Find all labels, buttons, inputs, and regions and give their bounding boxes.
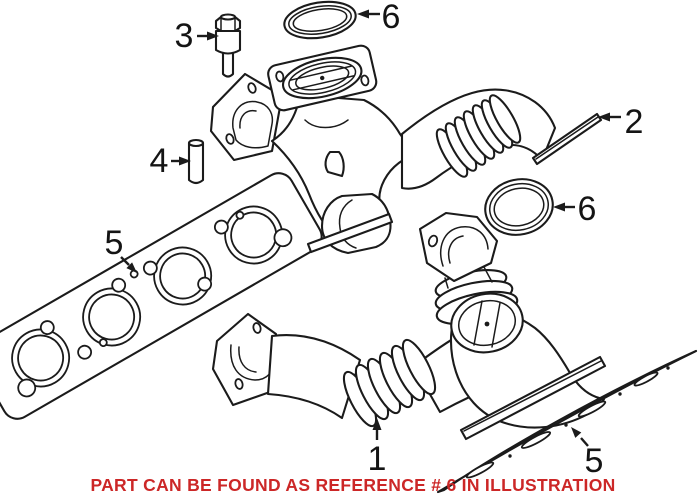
- gasket-small-hole: [111, 277, 127, 293]
- gasket-bolt-hole: [273, 228, 293, 248]
- edge-gasket-dot: [666, 366, 670, 370]
- upper-outlet-bell-inner: [338, 199, 357, 249]
- bellows-rib: [488, 94, 522, 144]
- callout-label-4: 4: [150, 142, 169, 180]
- dowel-pin-drawing: [187, 138, 205, 185]
- bolt-head-top: [219, 13, 237, 21]
- callout-arrow-5-right: [580, 437, 589, 447]
- bolt-hex-facets: [220, 16, 236, 32]
- ring-outer: [484, 178, 554, 236]
- edge-gasket-slot: [633, 371, 659, 387]
- callout-label-6-top: 6: [382, 0, 401, 36]
- gasket-small-hole: [142, 260, 158, 276]
- lower-top-flange-port: [440, 226, 489, 267]
- gasket-port-inner: [17, 334, 65, 382]
- lower-neck-lines: [444, 266, 493, 289]
- upper-body-bracket: [324, 150, 345, 178]
- gasket-ring-middle-drawing: [484, 178, 554, 236]
- gasket-small-hole: [213, 219, 229, 235]
- callout-label-3: 3: [175, 17, 194, 55]
- ring-inner: [493, 187, 545, 227]
- callout-arrowhead-6-middle: [553, 202, 565, 212]
- lower-exhaust-manifold-drawing: [211, 211, 607, 441]
- callout-label-5-left: 5: [105, 224, 124, 262]
- gasket-port-inner: [159, 252, 207, 300]
- upper-pipe-bellows: [435, 94, 522, 178]
- bolt-shank: [221, 50, 235, 78]
- pin-top: [187, 138, 205, 148]
- callout-arrow-5-left: [120, 256, 130, 266]
- flange-bolt-slot: [360, 74, 370, 87]
- edge-on-gasket-drawing: [436, 349, 698, 494]
- flange-bolt-slot: [252, 322, 262, 334]
- callout-arrowhead-1: [372, 418, 382, 430]
- flange-bolt-slot: [247, 82, 257, 94]
- gasket-port-inner: [88, 293, 136, 341]
- gasket-small-hole: [197, 276, 213, 292]
- inlet-opening-dot: [484, 321, 490, 327]
- lower-outlet-flange-line: [463, 360, 602, 432]
- upper-left-flange-port-inner: [239, 109, 257, 129]
- upper-pipe-end-flange-line: [535, 116, 599, 160]
- edge-gasket-slot: [465, 461, 495, 479]
- inlet-opening-bars: [473, 300, 501, 348]
- callout-arrowhead-5-right: [571, 427, 582, 438]
- callout-arrowhead-5-left: [126, 262, 137, 273]
- upper-top-port-dot: [320, 75, 325, 81]
- callout-label-2: 2: [625, 103, 644, 141]
- gasket-pin-hole: [98, 338, 108, 347]
- gasket-ring-top-drawing: [283, 0, 357, 40]
- lower-pipe-bellows: [342, 338, 437, 428]
- bellows-rib: [401, 338, 437, 396]
- upper-top-flange-group: [267, 44, 378, 112]
- edge-gasket-dot: [508, 454, 512, 458]
- ring-inner: [292, 8, 348, 32]
- flange-bolt-slot: [225, 133, 235, 145]
- upper-top-port-bar: [290, 65, 355, 91]
- lower-top-flange-port-inner: [447, 235, 464, 264]
- callout-arrowhead-6-top: [357, 9, 369, 19]
- lower-left-flange-port-inner: [238, 346, 257, 373]
- lower-left-flange: [211, 312, 278, 407]
- upper-outlet-flange-edge: [306, 212, 394, 254]
- bolt-collar: [214, 29, 242, 55]
- callout-label-1: 1: [368, 440, 387, 478]
- gasket-bolt-hole: [17, 378, 37, 398]
- gasket-small-hole: [39, 320, 55, 335]
- edge-gasket-slot: [520, 431, 552, 449]
- gasket-small-hole: [77, 344, 93, 360]
- upper-left-flange-port: [232, 100, 274, 149]
- reference-caption: PART CAN BE FOUND AS REFERENCE # 6 IN IL…: [90, 475, 615, 495]
- ring-mid: [288, 5, 352, 35]
- flange-bolt-slot: [275, 70, 285, 83]
- upper-top-port-mid: [288, 61, 357, 95]
- callout-arrowhead-3: [207, 31, 219, 41]
- flange-bolt-slot: [427, 234, 439, 248]
- pin-body: [187, 141, 205, 185]
- callout-label-5-right: 5: [585, 442, 604, 480]
- callout-arrowhead-4: [179, 156, 191, 166]
- callout-arrowhead-2: [598, 112, 610, 122]
- gasket-pin-hole: [235, 210, 245, 220]
- edge-gasket-dot: [618, 392, 622, 396]
- callout-label-6-middle: 6: [578, 190, 597, 228]
- edge-gasket-body: [436, 349, 698, 494]
- callouts: 3 4 6 2 6 5 1 5: [105, 0, 644, 480]
- upper-exhaust-manifold-drawing: [209, 44, 603, 255]
- edge-gasket-slot: [577, 400, 607, 418]
- flange-bolt-slot: [234, 378, 244, 390]
- edge-gasket-dot: [564, 423, 568, 427]
- bolt-drawing: [214, 13, 242, 78]
- ring-mid: [489, 182, 549, 232]
- upper-body-collar-line: [304, 119, 349, 129]
- manifold-gasket-drawing: [0, 172, 323, 420]
- upper-top-port-inner: [295, 65, 350, 91]
